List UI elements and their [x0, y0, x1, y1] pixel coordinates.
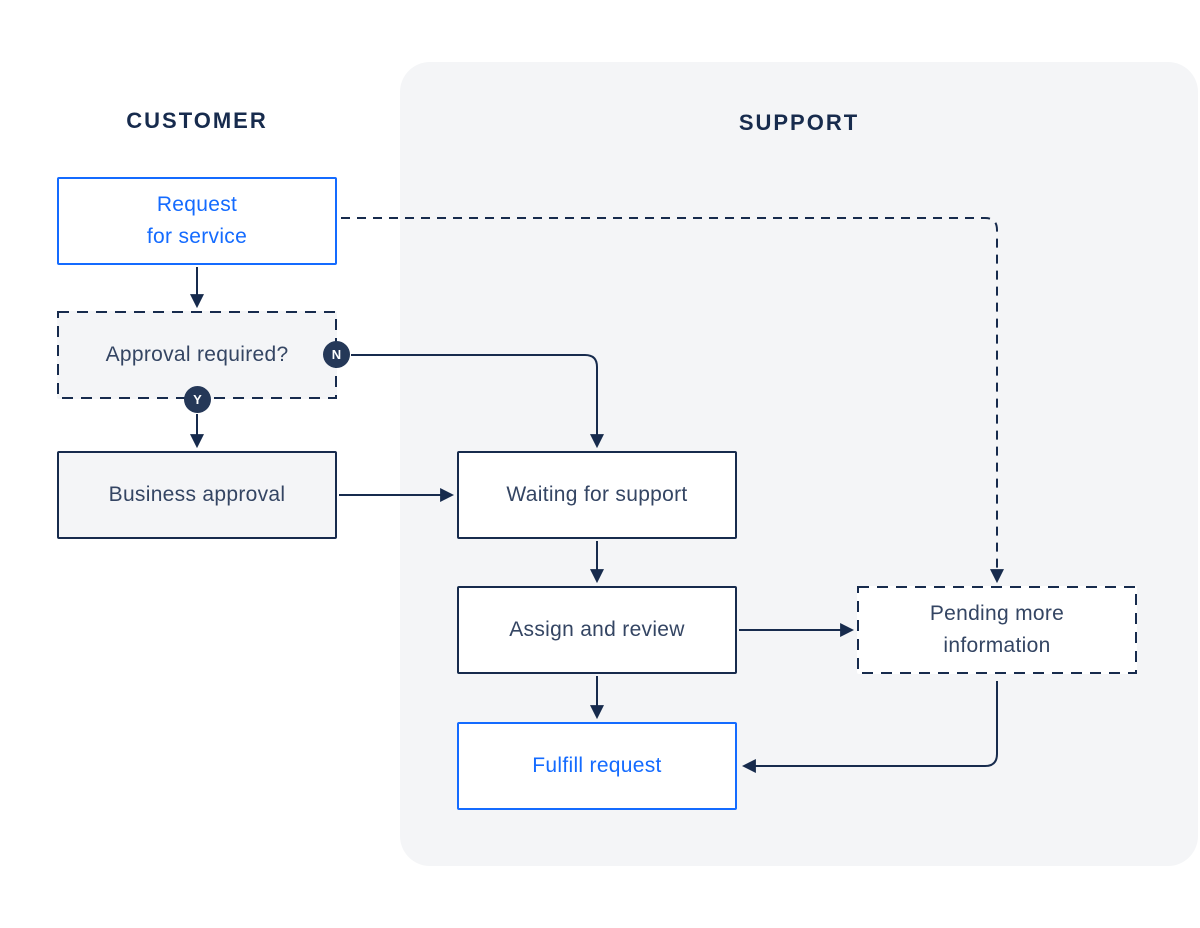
lane-title-support: SUPPORT	[738, 110, 860, 135]
node-label: Waiting for support	[506, 483, 688, 506]
node-label: Approval required?	[105, 343, 289, 366]
dashed-border	[857, 586, 1137, 674]
node-fulfill-request: Fulfill request	[457, 722, 737, 810]
edge-approval-no-to-waiting	[351, 354, 604, 449]
badge-yes-label: Y	[193, 392, 202, 407]
node-pending-more-information: Pending more information	[857, 586, 1137, 674]
badge-no: N	[323, 341, 350, 368]
node-label: Request for service	[146, 193, 248, 248]
badge-no-label: N	[331, 347, 342, 362]
node-request-for-service: Request for service	[57, 177, 337, 265]
node-label: Business approval	[108, 483, 286, 506]
node-label: Assign and review	[509, 618, 685, 641]
node-approval-required: Approval required?	[57, 311, 337, 399]
badge-yes: Y	[184, 386, 211, 413]
edge-pending-to-fulfill	[741, 681, 998, 773]
node-waiting-for-support: Waiting for support	[457, 451, 737, 539]
node-assign-and-review: Assign and review	[457, 586, 737, 674]
node-business-approval: Business approval	[57, 451, 337, 539]
edge-request-to-pending-dashed	[341, 217, 1004, 584]
node-label: Pending more information	[929, 602, 1065, 657]
lane-title-customer: CUSTOMER	[126, 108, 268, 133]
node-label: Fulfill request	[532, 754, 662, 777]
